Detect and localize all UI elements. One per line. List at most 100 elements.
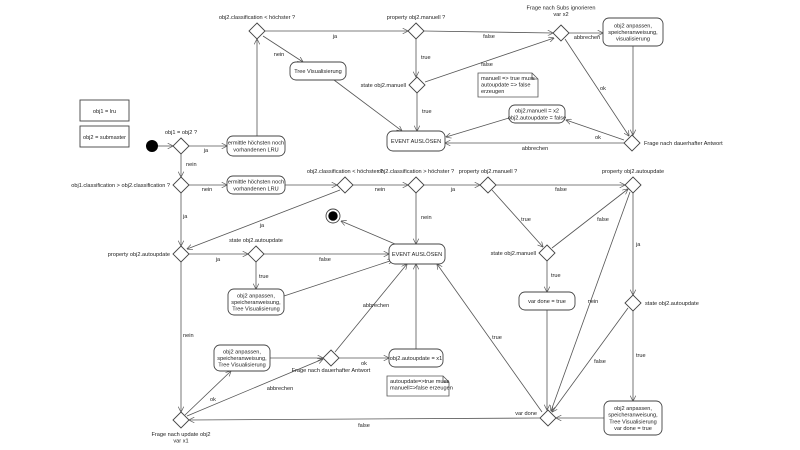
edge-label: false xyxy=(483,34,495,40)
action-label: vorhandenen LRU xyxy=(233,147,278,153)
edge-d-prop-auto-left-to-d-state-auto-left: ja xyxy=(189,254,248,263)
edge-label: nein xyxy=(183,333,194,339)
edge-d-prop-auto-right-to-d-state-auto-right: ja xyxy=(633,193,641,295)
d-cls-lt-mid-node: obj2.classification < höchster ? xyxy=(307,169,383,194)
edge-arrow xyxy=(551,191,631,411)
a-auto-x1-node: obj2.autoupdate = x1 xyxy=(388,348,444,368)
action-label: speicheranweisung, xyxy=(217,356,267,362)
action-box xyxy=(602,17,664,47)
d-cls-lt-top-node: obj2.classification < höchster ? xyxy=(219,15,295,40)
action-label: speicheranweisung, xyxy=(608,30,658,36)
edge-d-frage-update-to-d-frage-dauer-low: abbrechen xyxy=(186,359,323,417)
edge-d-cls-cmp-to-d-prop-auto-left: ja xyxy=(181,193,188,246)
edge-a-event-mid-to-end xyxy=(341,221,396,245)
edge-label: ok xyxy=(361,361,367,367)
edge-label: ja xyxy=(332,34,338,40)
edge-label: abbrechen xyxy=(267,386,293,392)
edge-arrow xyxy=(552,307,629,412)
decision-diamond xyxy=(172,245,190,263)
end-node xyxy=(325,208,341,224)
d-state-auto-right-node: state obj2.autoupdate xyxy=(624,294,699,312)
note-label: autoupdate => false xyxy=(481,83,530,89)
decision-diamond xyxy=(247,245,265,263)
edge-arrow xyxy=(446,117,510,137)
action-label: speicheranweisung, xyxy=(231,300,281,306)
edge-d-frage-dauer-low-to-a-event-mid: abbrechen xyxy=(334,264,407,353)
edge-d-prop-auto-right-to-d-var-done: nein xyxy=(551,191,631,411)
action-box xyxy=(226,135,286,157)
a-anpassen-low-node: obj2 anpassen,speicheranweisung,Tree Vis… xyxy=(213,344,271,372)
decision-label: Frage nach dauerhafter Antwort xyxy=(644,141,723,147)
edge-d-prop-manuell-top-to-d-state-manuell-top: true xyxy=(416,39,431,77)
decision-label: Frage nach dauerhafter Antwort xyxy=(292,368,371,374)
legend-obj2: obj2 = submaster xyxy=(79,125,130,148)
decision-label: obj2.classification < höchster ? xyxy=(219,15,295,21)
edge-d-obj1-eq-to-a-ermittle1: ja xyxy=(189,146,227,154)
edge-label: ok xyxy=(595,135,601,141)
action-box xyxy=(508,104,566,124)
a-tree1-node: Tree Visualisierung xyxy=(289,61,347,81)
edge-arrow xyxy=(551,189,628,249)
edge-label: ja xyxy=(259,223,265,229)
decision-diamond xyxy=(624,176,642,194)
edge-label: nein xyxy=(375,187,386,193)
note-label: autoupdate=>true muss xyxy=(390,379,449,385)
a-event-top-node: EVENT AUSLÖSEN xyxy=(386,130,446,152)
action-label: ermittle höchsten noch xyxy=(228,180,284,186)
edge-d-var-done-to-a-event-mid: true xyxy=(437,264,543,413)
action-box xyxy=(226,175,286,195)
d-state-auto-left-node: state obj2.autoupdate xyxy=(229,238,283,263)
decision-diamond xyxy=(172,176,190,194)
edge-label: true xyxy=(422,109,432,115)
action-label: vorhandenen LRU xyxy=(233,186,278,192)
action-label: obj2 anpassen, xyxy=(614,406,652,412)
edge-label: abbrechen xyxy=(522,146,548,152)
decision-diamond xyxy=(623,134,641,152)
edge-d-cls-lt-top-to-d-prop-manuell-top: ja xyxy=(265,31,408,40)
action-box xyxy=(518,291,576,311)
d-state-manuell-mid-node: state obj2.manuell xyxy=(491,244,556,262)
edge-label: ok xyxy=(210,397,216,403)
decision-diamond xyxy=(248,22,266,40)
d-cls-cmp-node: obj1.classification > obj2.classificatio… xyxy=(71,176,190,194)
action-box xyxy=(227,288,285,316)
edge-arrow xyxy=(283,260,393,297)
edge-d-prop-manuell-mid-to-d-prop-auto-right: false xyxy=(496,185,625,193)
edge-d-frage-dauer-top-to-a-set-x2: ok xyxy=(566,120,625,141)
action-label: Tree Visualisierung xyxy=(609,419,657,425)
action-box xyxy=(388,243,446,265)
edge-label: true xyxy=(492,335,502,341)
edge-d-state-auto-right-to-d-var-done: false xyxy=(552,307,629,412)
edge-d-var-done-to-d-frage-update: false xyxy=(189,418,541,429)
edge-arrow xyxy=(334,264,407,353)
decision-label: obj1 = obj2 ? xyxy=(165,130,197,136)
edge-arrow xyxy=(184,371,231,416)
decision-diamond xyxy=(479,176,497,194)
edge-d-cls-lt-mid-to-d-cls-gt-mid: nein xyxy=(353,185,408,193)
edge-arrow xyxy=(491,189,543,247)
legend-text: obj1 = lru xyxy=(93,109,116,115)
edge-label: nein xyxy=(186,162,197,168)
edge-a-tree1-to-a-event-top xyxy=(333,79,402,131)
d-frage-dauer-low-node: Frage nach dauerhafter Antwort xyxy=(292,349,371,374)
decision-label: state obj2.manuell xyxy=(491,251,536,257)
decision-label: property obj2.manuell ? xyxy=(387,15,445,21)
d-prop-auto-left-node: property obj2.autoupdate xyxy=(108,245,190,263)
a-anpassen-left-node: obj2 anpassen,speicheranweisung,Tree Vis… xyxy=(227,288,285,316)
legend-box xyxy=(79,125,130,148)
decision-diamond xyxy=(407,176,425,194)
edge-a-anpassen-left-to-a-event-mid xyxy=(283,260,393,297)
decision-label: property obj2.autoupdate xyxy=(108,252,170,258)
action-label: var done = true xyxy=(528,299,566,305)
start-node-icon xyxy=(146,140,158,152)
nodes-layer: obj1 = obj2 ?ermittle höchsten nochvorha… xyxy=(71,6,723,445)
decision-label: Frage nach update obj2 xyxy=(151,432,210,438)
note-label: erzeugen xyxy=(481,89,504,95)
d-prop-manuell-mid-node: property obj2.manuell ? xyxy=(459,169,517,194)
edge-d-frage-update-to-a-anpassen-low: ok xyxy=(184,371,231,416)
